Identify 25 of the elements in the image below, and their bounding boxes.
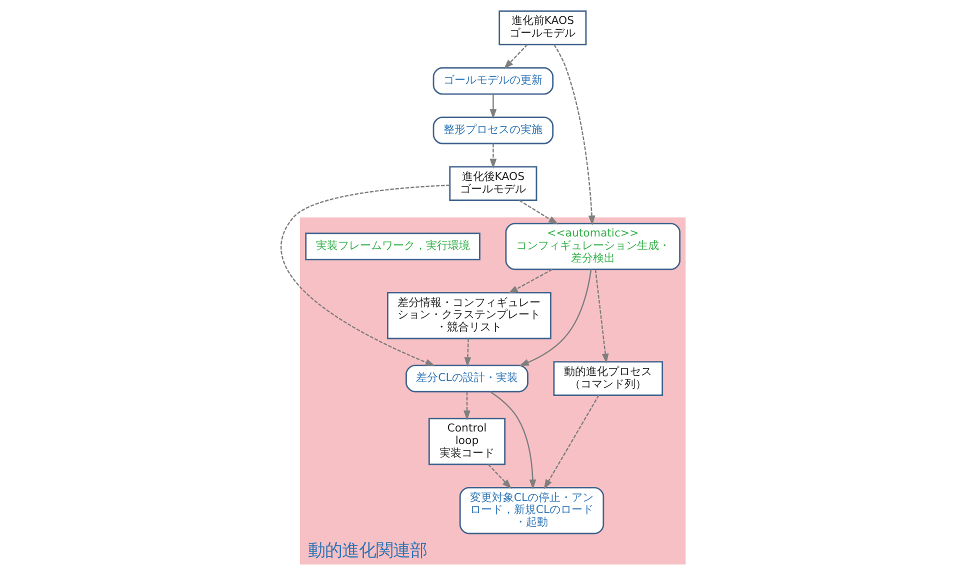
arrow <box>594 270 609 364</box>
node-box: Control loop 実装コード <box>428 418 506 466</box>
arrow <box>488 464 512 489</box>
node-box: 変更対象CLの停止・アンロード，新規CLのロード・起動 <box>459 486 604 534</box>
node-box: 整形プロセスの実施 <box>432 116 554 144</box>
node-box: 差分情報・コンフィギュレーション・クラステンプレート・競合リスト <box>386 292 552 340</box>
node-box: 実装フレームワーク，実行環境 <box>305 232 480 260</box>
arrow <box>519 200 558 224</box>
arrow <box>464 338 472 368</box>
arrow <box>554 44 596 226</box>
arrow <box>464 392 470 420</box>
arrow <box>544 394 600 490</box>
node-box: 進化前KAOSゴールモデル <box>498 10 587 46</box>
node-box: 動的進化プロセス（コマンド列） <box>553 361 664 396</box>
arrow <box>504 44 528 70</box>
arrow <box>280 184 450 366</box>
arrow <box>490 94 497 119</box>
arrow <box>508 268 552 294</box>
arrow <box>490 391 536 490</box>
arrow <box>518 269 592 366</box>
node-box: 差分CLの設計・実装 <box>406 364 528 392</box>
node-box: <<automatic>> コンフィギュレーション生成・差分検出 <box>505 222 681 270</box>
arrow <box>490 144 497 169</box>
node-box: 進化後KAOSゴールモデル <box>449 166 538 201</box>
node-box: ゴールモデルの更新 <box>432 67 554 95</box>
